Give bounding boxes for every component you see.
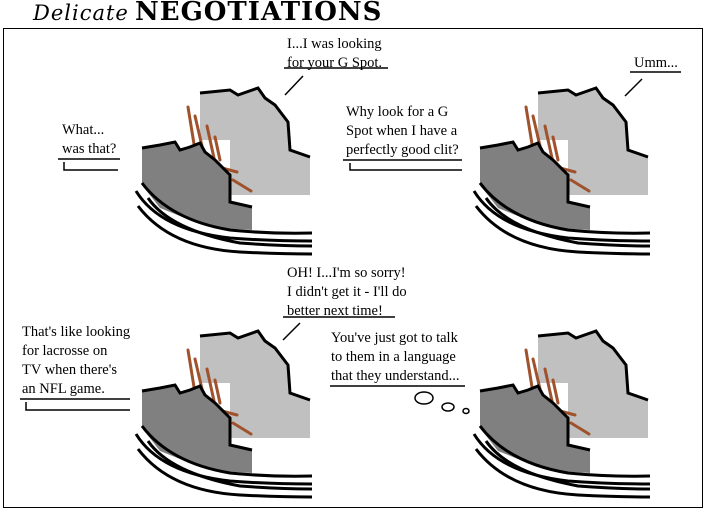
title-main: NEGOTIATIONS: [135, 0, 383, 27]
speech-bubble-left: What... was that?: [62, 121, 116, 159]
bubble-line: Umm...: [634, 55, 678, 71]
speech-bubble-left: That's like looking for lacrosse on TV whe…: [22, 323, 130, 399]
speech-bubble-right: Umm...: [634, 54, 678, 73]
speech-bubble-right: I...I was looking for your G Spot.: [287, 35, 382, 73]
bubble-line: an NFL game.: [22, 381, 105, 397]
scene-panel-1: [134, 86, 314, 256]
bubble-line: What...: [62, 122, 105, 138]
bubble-line: for lacrosse on: [22, 343, 108, 359]
bubble-line: I...I was looking: [287, 36, 382, 52]
bubble-line: that they understand...: [331, 368, 460, 384]
bubble-line: You've just got to talk: [331, 330, 458, 346]
scene-panel-3: [134, 329, 314, 499]
thought-bubble: You've just got to talk to them in a lang…: [331, 329, 459, 386]
bubble-line: TV when there's: [22, 362, 117, 378]
bubble-line: better next time!: [287, 303, 383, 319]
bubble-line: for your G Spot.: [287, 55, 383, 71]
title-script: Delicate: [33, 1, 129, 25]
speech-bubble-left: Why look for a G Spot when I have a perfec…: [346, 103, 459, 160]
bubble-line: I didn't get it - I'll do: [287, 284, 407, 300]
bubble-line: to them in a language: [331, 349, 456, 365]
bubble-line: OH! I...I'm so sorry!: [287, 265, 406, 281]
scene-panel-2: [472, 86, 652, 256]
bubble-line: Spot when I have a: [346, 123, 458, 139]
bubble-line: perfectly good clit?: [346, 142, 459, 158]
bubble-line: was that?: [62, 141, 117, 157]
bubble-line: That's like looking: [22, 324, 131, 340]
bubble-line: Why look for a G: [346, 104, 449, 120]
scene-panel-4: [472, 329, 652, 499]
speech-bubble-right: OH! I...I'm so sorry! I didn't get it - I…: [287, 264, 407, 321]
